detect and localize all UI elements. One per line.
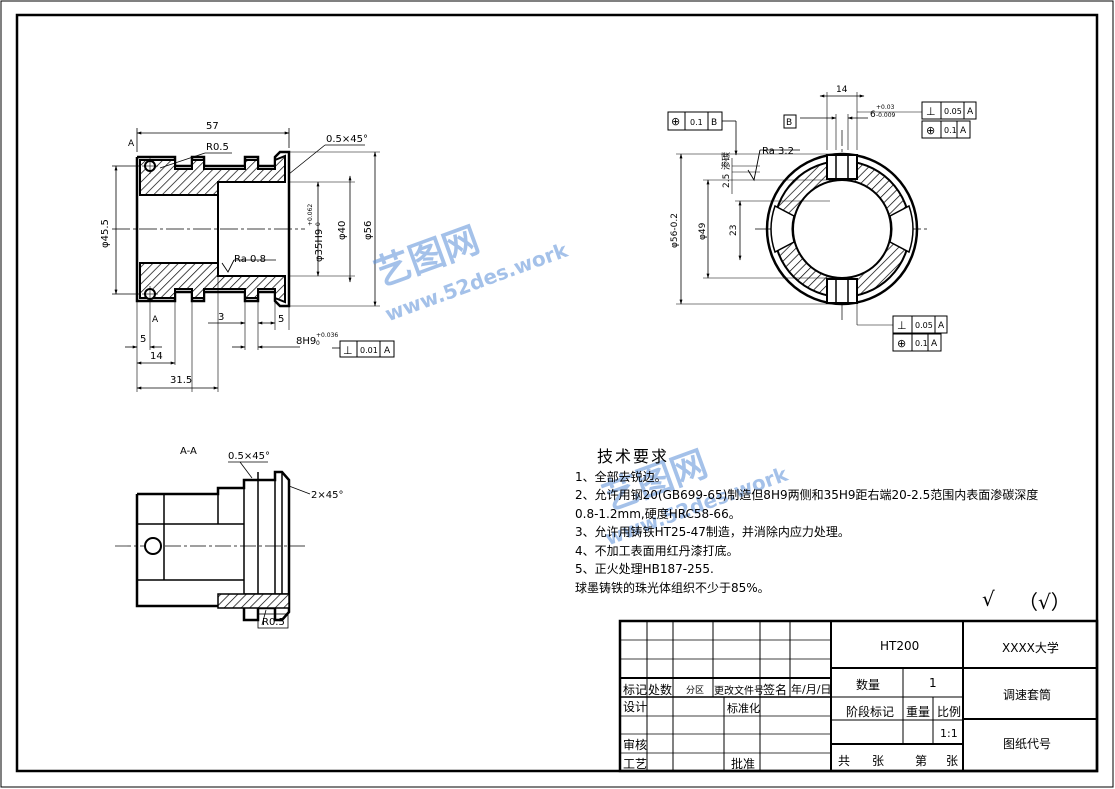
dim-315: 31.5	[170, 375, 192, 386]
dim-chamfer-section: 0.5×45°	[228, 451, 270, 462]
dim-5-right: 5	[278, 314, 284, 325]
dim-d56: φ56	[363, 221, 374, 240]
tb-review: 审核	[623, 738, 648, 752]
dim-chamfer-2: 2×45°	[311, 490, 343, 501]
dim-14-front: 14	[150, 351, 163, 362]
gt-r1-ref: A	[967, 107, 974, 117]
tech-item-3: 0.8-1.2mm,硬度HRC58-66。	[575, 506, 741, 521]
gt-r2-symbol: ⊕	[926, 124, 935, 137]
section-label: A-A	[180, 446, 197, 457]
tech-item-4: 3、允许用铸铁HT25-47制造，并消除内应力处理。	[575, 525, 850, 539]
gt-r2-ref: A	[960, 126, 967, 136]
roughness-ra32: Ra 3.2	[762, 146, 794, 157]
dim-d49: φ49	[698, 222, 708, 240]
dim-d40: φ40	[337, 221, 348, 240]
tech-title: 技术要求	[597, 447, 670, 466]
dim-chamfer-front: 0.5×45°	[326, 134, 368, 145]
carburize-note: 渗碳	[720, 152, 732, 170]
tb-sheets2: 张	[946, 754, 959, 768]
gt-b1-ref: A	[938, 321, 945, 331]
tb-change-doc: 更改文件号	[714, 686, 764, 697]
section-marker-a-bottom: A	[152, 315, 159, 325]
tb-weight: 重量	[906, 705, 931, 719]
dim-14-side: 14	[836, 85, 848, 95]
dim-3: 3	[218, 312, 224, 323]
tech-item-5: 4、不加工表面用红丹漆打底。	[575, 543, 739, 558]
dim-r05-front: R0.5	[206, 142, 229, 153]
tb-material: HT200	[880, 639, 920, 653]
dim-d35: φ35H9	[314, 229, 325, 262]
dim-d455: φ45.5	[100, 219, 111, 248]
tb-scale-label: 比例	[937, 705, 962, 719]
side-view: 14 6 +0.03 -0.009 B ⊕ 0.1 B Ra 3.2 渗碳 2.…	[667, 85, 977, 352]
section-marker-a-top: A	[128, 139, 135, 149]
gt-r1-symbol: ⊥	[926, 105, 936, 118]
datum-b: B	[786, 118, 792, 128]
dim-57: 57	[206, 121, 219, 132]
section-view: A-A 0.5×45° 2×45° R0.5	[115, 446, 343, 629]
technical-requirements: 技术要求 1、全部去锐边。 2、允许用钢20(GB699-65)制造但8H9两侧…	[575, 447, 1095, 597]
finish-paren: （√）	[1018, 590, 1071, 614]
gt-pos-value: 0.1	[690, 118, 703, 127]
tb-total: 共	[838, 754, 851, 768]
gt-b2-ref: A	[931, 339, 938, 349]
tb-school: XXXX大学	[1002, 641, 1059, 655]
tb-zone: 分区	[686, 686, 705, 696]
tb-count: 处数	[648, 683, 673, 697]
tb-mark: 标记	[623, 683, 648, 697]
title-block-grid	[618, 619, 1099, 773]
tech-item-1: 1、全部去锐边。	[575, 469, 667, 484]
tb-qty-label: 数量	[856, 678, 881, 692]
front-view: 57 A R0.5 0.5×45° φ45.5 φ35H9 +0.062 0 φ…	[100, 121, 395, 392]
tb-sheets: 张	[872, 754, 885, 768]
gt-pos-ref: B	[711, 118, 717, 128]
dim-8h9: 8H9	[296, 336, 316, 347]
dim-25: 2.5	[722, 174, 732, 188]
dim-d562: φ56-0.2	[670, 213, 680, 248]
dim-r05-section: R0.5	[262, 617, 285, 628]
tb-process: 工艺	[623, 757, 648, 771]
tech-item-2: 2、允许用钢20(GB699-65)制造但8H9两侧和35H9距右端20-2.5…	[575, 488, 1039, 502]
gt1-symbol: ⊥	[343, 344, 353, 357]
tb-page: 第	[915, 754, 928, 768]
tech-item-7: 球墨铸铁的珠光体组织不少于85%。	[575, 580, 770, 595]
tb-stage: 阶段标记	[846, 705, 895, 719]
tb-approve: 批准	[731, 757, 756, 771]
tb-sign: 签名	[763, 683, 788, 697]
tech-item-6: 5、正火处理HB187-255.	[575, 562, 714, 576]
tb-date: 年/月/日	[791, 683, 832, 696]
gt-r2-value: 0.1	[944, 126, 957, 135]
tb-standard: 标准化	[727, 702, 760, 715]
tb-scale-value: 1:1	[940, 727, 958, 740]
gt-b1-symbol: ⊥	[897, 319, 907, 332]
gt-r1-value: 0.05	[944, 107, 962, 116]
gt-pos-symbol: ⊕	[671, 115, 680, 128]
dim-5-left: 5	[140, 334, 146, 345]
dim-d35-tol: +0.062	[307, 204, 314, 226]
gt-b2-value: 0.1	[915, 339, 928, 348]
dim-6-tol: +0.03	[876, 104, 895, 111]
dim-23: 23	[729, 225, 739, 236]
tb-part-name: 调速套筒	[1003, 688, 1052, 702]
dim-8h9-tol2: 0	[316, 340, 320, 347]
gt1-value: 0.01	[360, 346, 378, 355]
finish-symbol: √	[982, 587, 995, 611]
dim-6: 6	[870, 110, 876, 120]
roughness-ra08: Ra 0.8	[234, 254, 266, 265]
tb-drawing-no: 图纸代号	[1003, 737, 1052, 751]
gt1-ref: A	[384, 346, 391, 356]
dim-6-tol2: -0.009	[876, 112, 896, 119]
dim-d35-tol2: 0	[315, 222, 322, 226]
gt-b1-value: 0.05	[915, 321, 933, 330]
gt-b2-symbol: ⊕	[897, 337, 906, 350]
inner-frame	[15, 13, 1099, 773]
tb-design: 设计	[623, 700, 648, 714]
tb-qty-value: 1	[929, 676, 937, 690]
dim-8h9-tol: +0.036	[316, 332, 338, 339]
